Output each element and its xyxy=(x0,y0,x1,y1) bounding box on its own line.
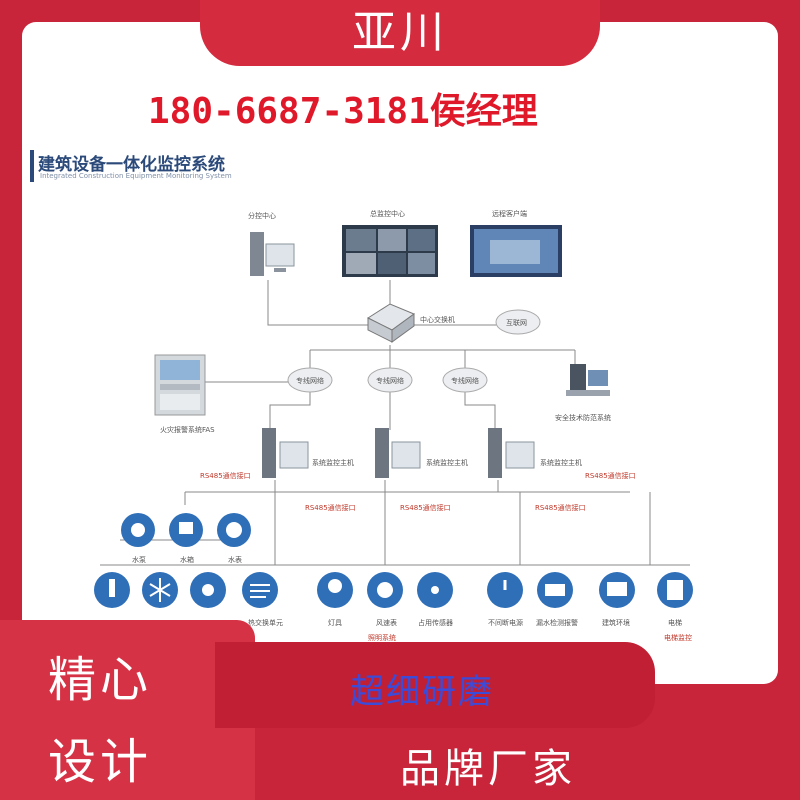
group-label-lighting: 照明系统 xyxy=(368,633,396,642)
core-switch-icon xyxy=(366,303,416,343)
label-occupancy: 占用传感器 xyxy=(418,618,453,627)
left-banner xyxy=(0,620,255,800)
security-workstation xyxy=(566,364,610,396)
brand-tab: 亚川 xyxy=(200,0,600,66)
title-accent-bar xyxy=(30,150,34,182)
label-fire-alarm: 火灾报警系统FAS xyxy=(160,425,215,434)
label-sub-control: 分控中心 xyxy=(248,211,276,220)
label-private-net-3: 专线网络 xyxy=(451,376,479,385)
label-host-1: 系统监控主机 xyxy=(312,458,354,467)
label-rs485-1: RS485通信接口 xyxy=(200,471,251,480)
label-core-switch: 中心交换机 xyxy=(420,315,455,324)
label-private-net-1: 专线网络 xyxy=(296,376,324,385)
cloud-icon xyxy=(287,367,333,393)
phone-number: 180-6687-3181侯经理 xyxy=(148,91,538,132)
diagram-card xyxy=(22,22,778,684)
group-label-elevator: 电梯监控 xyxy=(664,633,692,642)
label-leak: 漏水检测报警 xyxy=(536,618,578,627)
main-control-monitor xyxy=(342,225,438,277)
internet-cloud-icon xyxy=(495,309,541,335)
label-security: 安全技术防范系统 xyxy=(555,413,611,422)
label-remote-client: 远程客户端 xyxy=(492,209,527,218)
remote-client-monitor xyxy=(470,225,562,277)
label-pump: 水泵 xyxy=(132,555,146,564)
label-meter: 水表 xyxy=(228,555,242,564)
label-private-net-2: 专线网络 xyxy=(376,376,404,385)
host-computer-1 xyxy=(262,428,309,478)
label-rs485-2: RS485通信接口 xyxy=(305,503,356,512)
label-host-2: 系统监控主机 xyxy=(426,458,468,467)
label-host-3: 系统监控主机 xyxy=(540,458,582,467)
feature-text: 超细研磨 xyxy=(350,672,494,712)
label-ups: 不间断电源 xyxy=(488,618,523,627)
cloud-icon xyxy=(367,367,413,393)
fire-alarm-cabinet xyxy=(154,354,206,416)
label-elevator: 电梯 xyxy=(668,618,682,627)
sub-control-computer xyxy=(250,232,295,276)
cloud-icon xyxy=(442,367,488,393)
label-tank: 水箱 xyxy=(180,555,194,564)
label-anemometer: 风速表 xyxy=(376,618,397,627)
label-environment: 建筑环境 xyxy=(602,618,630,627)
brand-tagline: 品牌厂家 xyxy=(400,746,576,792)
slogan-line-1: 精心 xyxy=(48,652,153,708)
host-computer-2 xyxy=(375,428,421,478)
label-internet: 互联网 xyxy=(506,318,527,327)
host-computer-3 xyxy=(488,428,535,478)
label-main-control: 总监控中心 xyxy=(370,209,405,218)
middle-banner xyxy=(215,642,655,728)
label-rs485-5: RS485通信接口 xyxy=(585,471,636,480)
label-lamp: 灯具 xyxy=(328,618,342,627)
label-rs485-3: RS485通信接口 xyxy=(400,503,451,512)
diagram-title: 建筑设备一体化监控系统 xyxy=(38,155,225,175)
label-heat-exchange: 热交换单元 xyxy=(248,618,283,627)
slogan-line-2: 设计 xyxy=(48,734,153,790)
diagram-subtitle: Integrated Construction Equipment Monito… xyxy=(40,172,232,180)
label-rs485-4: RS485通信接口 xyxy=(535,503,586,512)
